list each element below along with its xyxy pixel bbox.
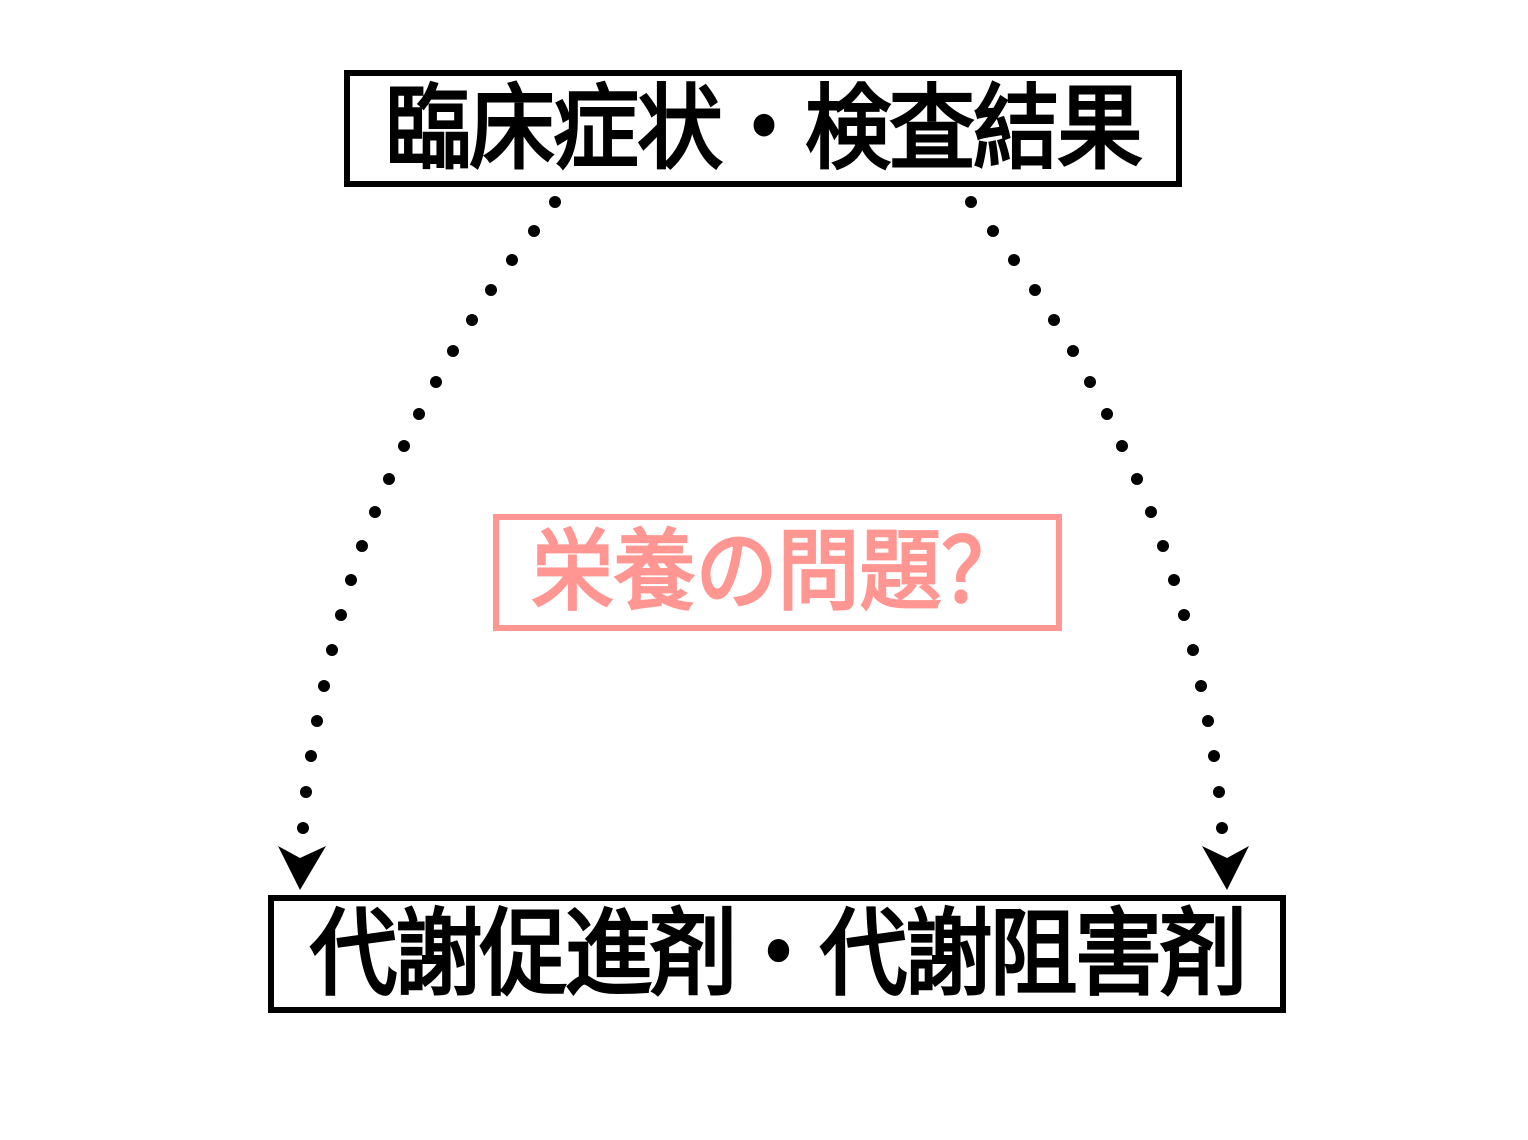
metabolic-agents-label: 代謝促進剤・代謝阻害剤	[309, 897, 1247, 1010]
clinical-findings-node: 臨床症状・検査結果	[344, 70, 1182, 187]
nutrition-question-node: 栄養の問題？	[493, 514, 1062, 631]
nutrition-question-label: 栄養の問題？	[531, 520, 1024, 624]
right-arrowhead-icon	[1202, 846, 1249, 890]
left-arrowhead-icon	[278, 846, 326, 890]
clinical-findings-label: 臨床症状・検査結果	[385, 74, 1143, 183]
metabolic-agents-node: 代謝促進剤・代謝阻害剤	[268, 895, 1286, 1013]
